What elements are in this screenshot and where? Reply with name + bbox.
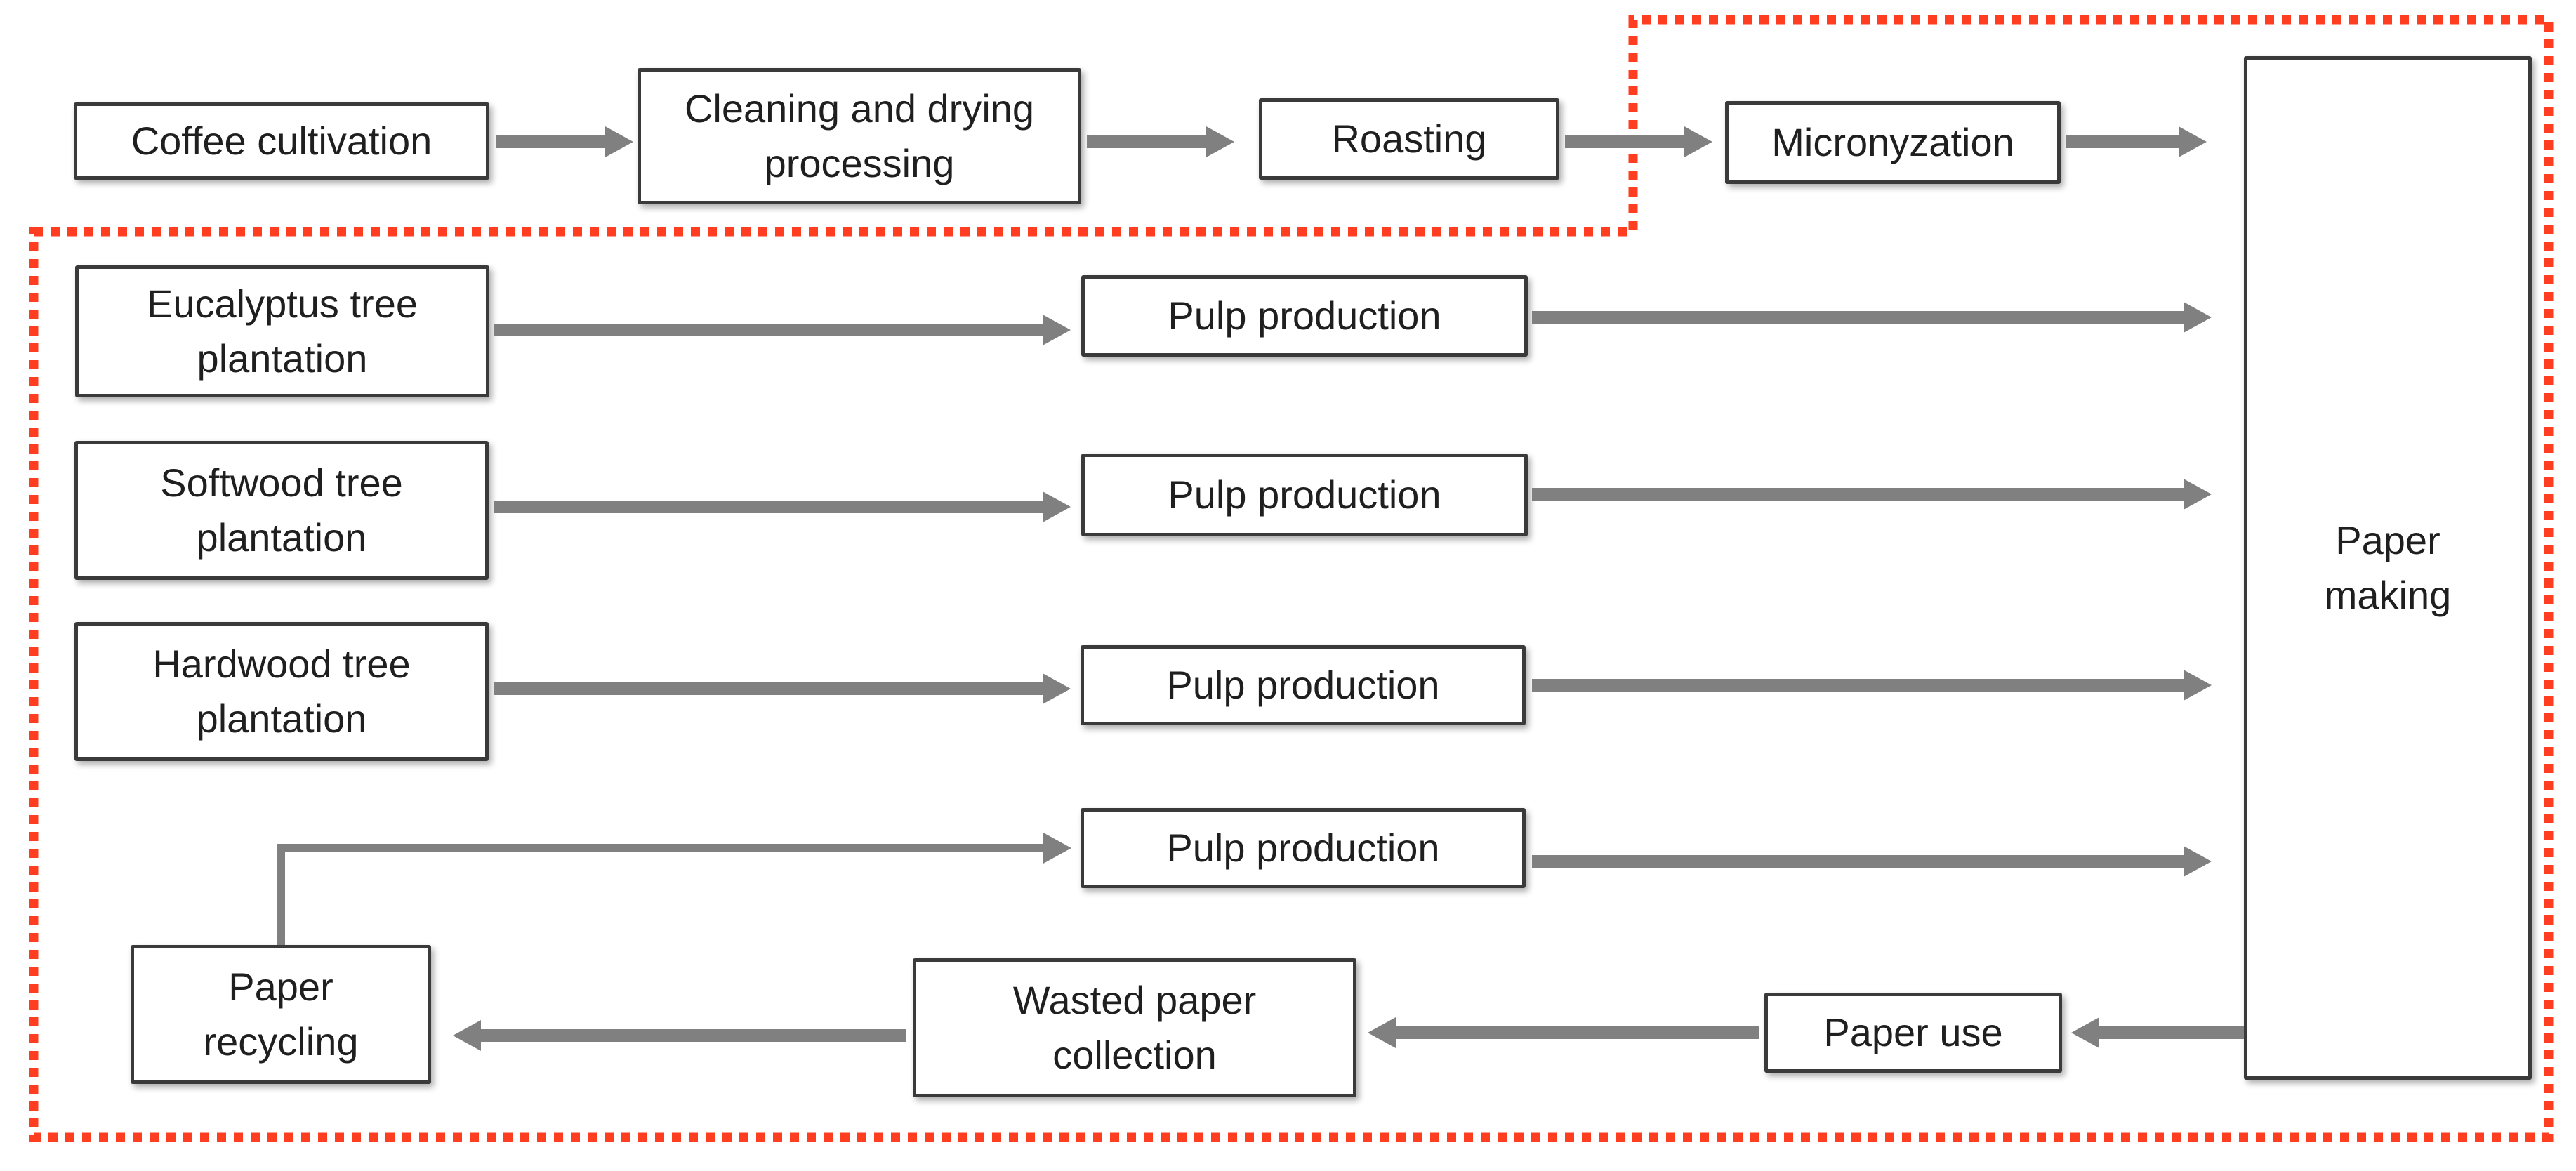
- node-softwood-tree-plantation: Softwood tree plantation: [74, 441, 489, 580]
- node-paper-recycling-label: Paper recycling: [203, 964, 359, 1064]
- arrow-shaft: [1532, 311, 2188, 324]
- node-cleaning-and-drying-processing-label: Cleaning and drying processing: [684, 86, 1035, 185]
- arrow-eucalyptus-to-pulp-1: [494, 315, 1071, 345]
- elbow-vertical-segment: [277, 844, 285, 945]
- arrow-softwood-to-pulp-2: [494, 491, 1071, 522]
- node-paper-use: Paper use: [1764, 993, 2062, 1073]
- node-roasting-label: Roasting: [1331, 116, 1487, 161]
- elbow-horizontal-segment: [277, 844, 1043, 852]
- node-eucalyptus-tree-plantation: Eucalyptus tree plantation: [75, 265, 489, 397]
- arrow-shaft: [1392, 1026, 1759, 1039]
- arrow-head-right-icon: [1206, 126, 1234, 157]
- arrow-shaft: [494, 501, 1047, 513]
- node-pulp-production-3-label: Pulp production: [1166, 662, 1440, 707]
- node-micronyzation: Micronyzation: [1725, 101, 2061, 184]
- arrow-head-right-icon: [1043, 833, 1071, 864]
- arrow-head-left-icon: [453, 1020, 481, 1051]
- arrow-head-left-icon: [1368, 1017, 1396, 1048]
- arrow-pulp-3-to-paper-making: [1532, 670, 2212, 701]
- arrow-pulp-1-to-paper-making: [1532, 302, 2212, 333]
- arrow-head-left-icon: [2071, 1017, 2099, 1048]
- arrow-head-right-icon: [2184, 846, 2212, 877]
- arrow-wasted-paper-collection-to-paper-recycling: [453, 1020, 906, 1051]
- arrow-head-right-icon: [2184, 670, 2212, 701]
- node-softwood-tree-plantation-label: Softwood tree plantation: [160, 460, 403, 560]
- arrow-shaft: [1087, 135, 1210, 148]
- node-pulp-production-1-label: Pulp production: [1168, 293, 1441, 338]
- node-pulp-production-2: Pulp production: [1081, 454, 1528, 536]
- arrow-paper-making-to-paper-use: [2071, 1017, 2244, 1048]
- arrow-head-right-icon: [1043, 673, 1071, 704]
- arrow-hardwood-to-pulp-3: [494, 673, 1071, 704]
- node-wasted-paper-collection: Wasted paper collection: [913, 958, 1356, 1097]
- node-pulp-production-1: Pulp production: [1081, 275, 1528, 357]
- node-eucalyptus-tree-plantation-label: Eucalyptus tree plantation: [147, 281, 418, 381]
- node-pulp-production-4: Pulp production: [1081, 808, 1526, 888]
- arrow-shaft: [2066, 135, 2183, 148]
- node-paper-use-label: Paper use: [1823, 1010, 2003, 1054]
- node-pulp-production-4-label: Pulp production: [1166, 825, 1440, 870]
- node-hardwood-tree-plantation: Hardwood tree plantation: [74, 622, 489, 761]
- node-roasting: Roasting: [1259, 98, 1559, 180]
- arrow-shaft: [494, 324, 1047, 336]
- arrow-paper-use-to-wasted-paper-collection: [1368, 1017, 1759, 1048]
- arrow-micronyzation-to-paper-making: [2066, 126, 2207, 157]
- arrow-pulp-2-to-paper-making: [1532, 479, 2212, 510]
- arrow-roasting-to-micronyzation: [1565, 126, 1712, 157]
- arrow-head-right-icon: [1043, 315, 1071, 345]
- node-pulp-production-3: Pulp production: [1081, 645, 1526, 725]
- node-micronyzation-label: Micronyzation: [1771, 119, 2014, 164]
- arrow-shaft: [1532, 679, 2188, 692]
- node-paper-making-label: Paper making: [2324, 517, 2452, 617]
- arrow-head-right-icon: [1043, 491, 1071, 522]
- node-pulp-production-2-label: Pulp production: [1168, 472, 1441, 517]
- arrow-shaft: [2095, 1026, 2244, 1039]
- node-cleaning-and-drying-processing: Cleaning and drying processing: [638, 68, 1081, 204]
- node-hardwood-tree-plantation-label: Hardwood tree plantation: [152, 641, 411, 741]
- arrow-pulp-4-to-paper-making: [1532, 846, 2212, 877]
- node-coffee-cultivation-label: Coffee cultivation: [131, 118, 432, 163]
- arrow-shaft: [1532, 855, 2188, 868]
- arrow-coffee-cultivation-to-cleaning: [496, 126, 633, 157]
- node-wasted-paper-collection-label: Wasted paper collection: [1012, 977, 1257, 1077]
- arrow-cleaning-to-roasting: [1087, 126, 1234, 157]
- arrow-shaft: [1565, 135, 1689, 148]
- node-paper-making: Paper making: [2244, 56, 2532, 1080]
- arrow-shaft: [494, 682, 1047, 695]
- arrow-head-right-icon: [2184, 479, 2212, 510]
- arrow-head-right-icon: [605, 126, 633, 157]
- arrow-head-right-icon: [2184, 302, 2212, 333]
- arrow-shaft: [477, 1029, 906, 1042]
- arrow-head-right-icon: [1684, 126, 1712, 157]
- arrow-shaft: [1532, 488, 2188, 501]
- arrow-shaft: [496, 135, 609, 148]
- node-coffee-cultivation: Coffee cultivation: [74, 102, 489, 180]
- arrow-head-right-icon: [2179, 126, 2207, 157]
- node-paper-recycling: Paper recycling: [131, 945, 431, 1084]
